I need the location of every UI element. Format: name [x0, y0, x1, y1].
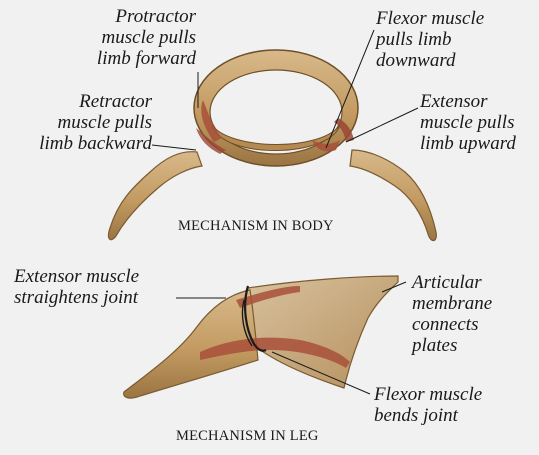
right-body-leg: [350, 150, 436, 241]
leg-extensor-label: Extensor muscle straightens joint: [14, 266, 139, 308]
extensor-label: Extensor muscle pulls limb upward: [420, 91, 516, 154]
retractor-label: Retractor muscle pulls limb backward: [39, 91, 152, 154]
protractor-label: Protractor muscle pulls limb forward: [97, 6, 196, 69]
leg-mechanism-caption: MECHANISM IN LEG: [176, 428, 319, 445]
leg-joint: [124, 276, 398, 398]
articular-membrane-label: Articular membrane connects plates: [412, 272, 492, 356]
body-mechanism-caption: MECHANISM IN BODY: [178, 218, 334, 235]
leg-flexor-label: Flexor muscle bends joint: [374, 384, 482, 426]
flexor-label: Flexor muscle pulls limb downward: [376, 8, 484, 71]
